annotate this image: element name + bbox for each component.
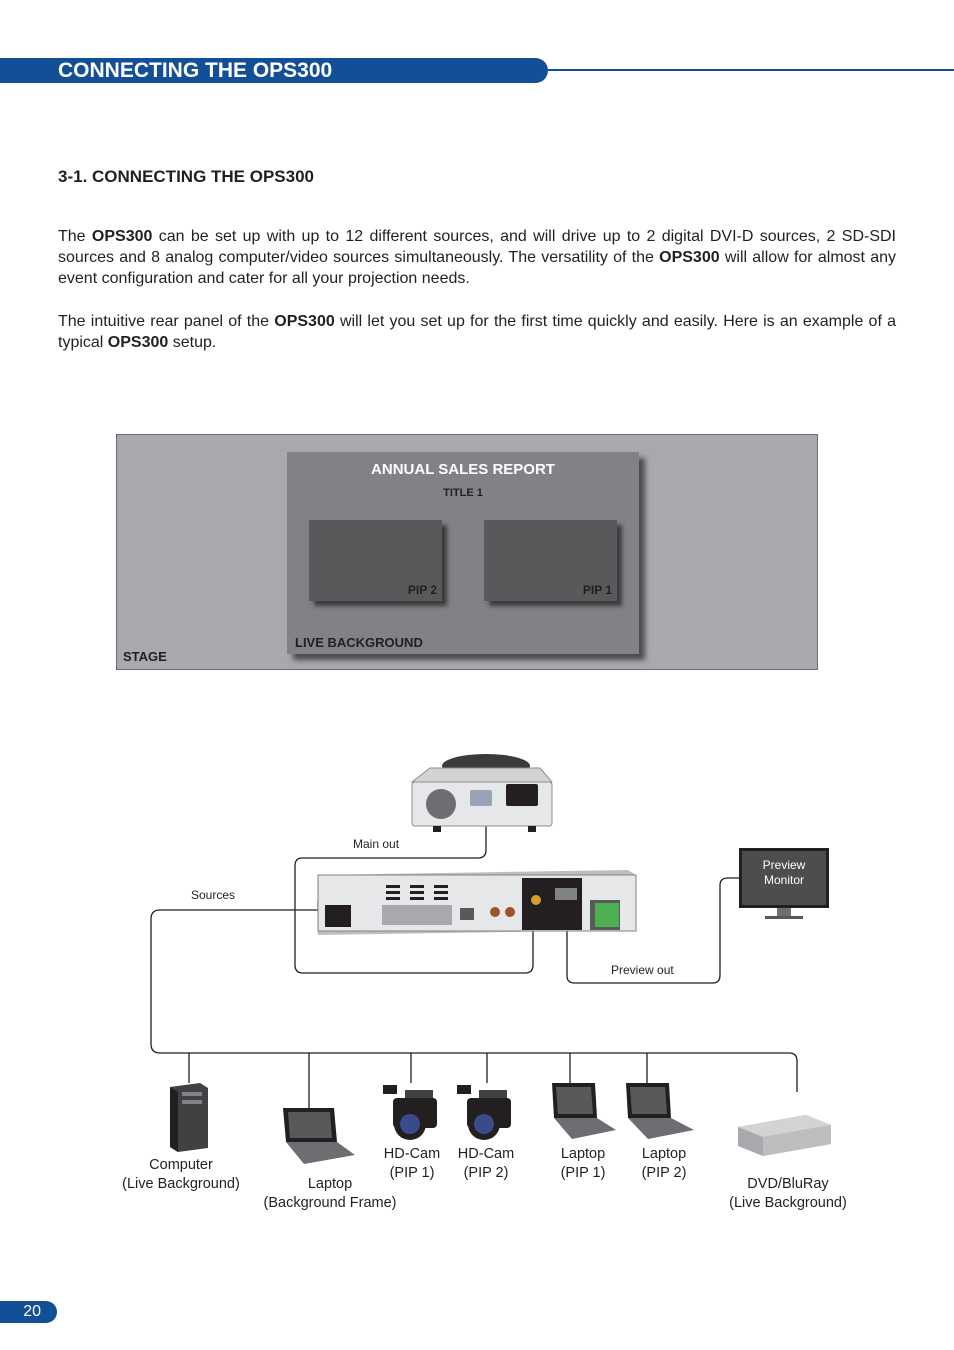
caption-line: Computer	[149, 1157, 213, 1173]
setup-paragraph: The intuitive rear panel of the OPS300 w…	[58, 311, 896, 353]
text-run: setup.	[168, 334, 217, 351]
product-name: OPS300	[274, 313, 335, 330]
caption-line: (Background Frame)	[263, 1195, 397, 1211]
device-caption-computer: Computer (Live Background)	[106, 1156, 256, 1194]
monitor-label-line: Preview	[762, 858, 806, 872]
text-run: can be set up with up to 12 different so…	[58, 228, 896, 266]
text-run: will allow for almost any event configur…	[58, 249, 897, 287]
ops300-rear-panel	[317, 870, 637, 935]
caption-line: HD-Cam	[457, 1146, 515, 1162]
page-title: CONNECTING THE OPS300	[58, 59, 333, 82]
pip1-label: PIP 1	[582, 583, 612, 597]
preview-out-cable	[566, 877, 740, 984]
preview-out-label: Preview out	[611, 963, 674, 977]
caption-line: (PIP 2)	[463, 1165, 509, 1181]
caption-line: HD-Cam	[383, 1146, 441, 1162]
projector-icon	[410, 754, 554, 832]
text-run: will let you set up for the first time q…	[58, 313, 896, 351]
device-caption-laptop-pip2: Laptop (PIP 2)	[624, 1145, 704, 1183]
preview-monitor-icon	[739, 848, 829, 919]
product-name: OPS300	[91, 228, 153, 245]
sources-cable	[150, 900, 798, 1092]
main-out-label: Main out	[353, 837, 400, 851]
device-caption-laptop-pip1: Laptop (PIP 1)	[543, 1145, 623, 1183]
caption-line: (Live Background)	[122, 1176, 240, 1192]
report-title: ANNUAL SALES REPORT	[371, 461, 555, 478]
title-layer-label: TITLE 1	[443, 487, 483, 499]
caption-line: (PIP 1)	[389, 1165, 435, 1181]
intro-paragraph: The OPS300 can be set up with up to 12 d…	[58, 226, 896, 289]
main-out-cable	[294, 820, 534, 974]
device-caption-hdcam2: HD-Cam (PIP 2)	[446, 1145, 526, 1183]
product-name: OPS300	[659, 249, 720, 266]
laptop-icon	[626, 1083, 694, 1139]
caption-line: DVD/BluRay	[747, 1176, 829, 1192]
video-camera-icon	[383, 1085, 437, 1140]
laptop-icon	[283, 1108, 355, 1164]
caption-line: Laptop	[560, 1146, 606, 1162]
computer-tower-icon	[170, 1083, 208, 1152]
text-run: The intuitive rear panel of the	[58, 313, 275, 330]
page-number: 20	[0, 1301, 57, 1323]
live-background-label: LIVE BACKGROUND	[295, 635, 423, 650]
device-caption-laptop-bg: Laptop (Background Frame)	[250, 1175, 410, 1213]
header-rule	[548, 69, 954, 71]
device-caption-hdcam1: HD-Cam (PIP 1)	[372, 1145, 452, 1183]
stage-label: STAGE	[123, 649, 167, 664]
device-caption-dvd: DVD/BluRay (Live Background)	[713, 1175, 863, 1213]
sources-label: Sources	[191, 888, 236, 902]
video-camera-icon	[457, 1085, 511, 1140]
section-title: 3-1. CONNECTING THE OPS300	[58, 167, 315, 186]
product-name: OPS300	[107, 334, 169, 351]
text-run: The	[58, 228, 92, 245]
connection-diagram	[150, 754, 831, 1164]
dvd-player-icon	[738, 1115, 831, 1156]
pip1-window	[484, 520, 617, 601]
pip2-label: PIP 2	[407, 583, 437, 597]
caption-line: (Live Background)	[729, 1195, 847, 1211]
caption-line: Laptop	[641, 1146, 687, 1162]
monitor-label-line: Monitor	[763, 873, 804, 887]
laptop-icon	[552, 1083, 616, 1139]
pip2-window	[309, 520, 442, 601]
caption-line: (PIP 1)	[560, 1165, 606, 1181]
caption-line: (PIP 2)	[641, 1165, 687, 1181]
caption-line: Laptop	[307, 1176, 353, 1192]
header-bar	[0, 58, 548, 83]
